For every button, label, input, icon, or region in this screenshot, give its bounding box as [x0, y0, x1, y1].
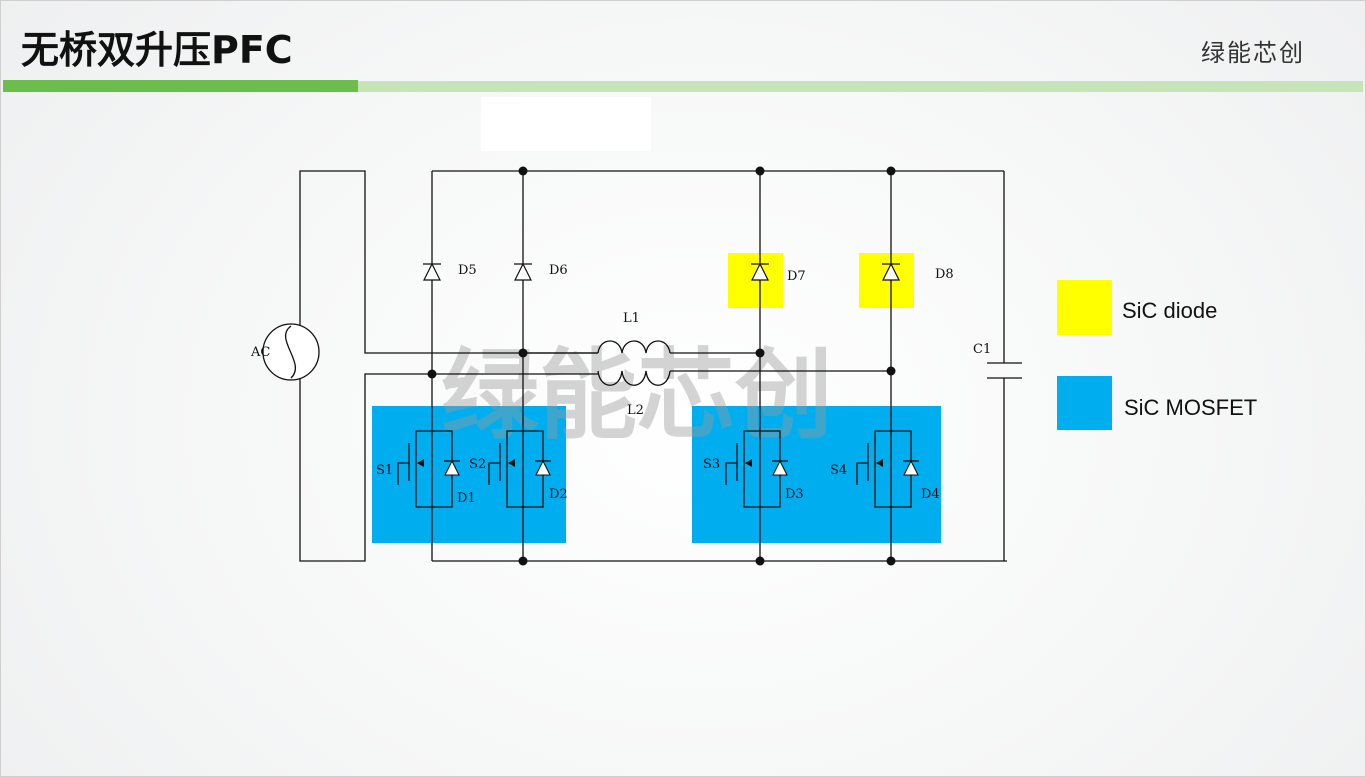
sic-mosfet-block-right — [692, 406, 941, 543]
legend-swatch-sic-diode — [1057, 280, 1112, 335]
wire-ac-top — [299, 170, 598, 354]
s1-label: S1 — [376, 463, 393, 478]
d2-label: D2 — [549, 487, 568, 502]
capacitor-c1: C1 — [973, 342, 1022, 379]
title-underline-light — [358, 81, 1363, 92]
ac-source: AC — [250, 323, 320, 381]
d8-label: D8 — [935, 267, 954, 282]
diode-d6: D6 — [514, 262, 568, 281]
diode-d5: D5 — [423, 262, 477, 281]
blank-box — [481, 97, 651, 151]
c1-label: C1 — [973, 342, 991, 357]
l1-label: L1 — [623, 311, 640, 326]
legend-label-sic-mosfet: SiC MOSFET — [1124, 395, 1257, 420]
d5-label: D5 — [458, 263, 477, 278]
d1-label: D1 — [457, 491, 476, 506]
diode-d8: D8 — [882, 262, 954, 282]
mosfet-s4: S4 D4 — [830, 430, 940, 508]
mosfet-s2: S2 D2 — [469, 430, 568, 508]
l2-label: L2 — [627, 403, 644, 418]
diode-d7: D7 — [751, 262, 806, 284]
brand-name: 绿能芯创 — [1201, 39, 1305, 67]
s4-label: S4 — [830, 463, 847, 478]
d6-label: D6 — [549, 263, 568, 278]
slide-title: 无桥双升压PFC — [21, 28, 293, 72]
d7-label: D7 — [787, 269, 806, 284]
wire-ac-bottom — [299, 373, 431, 562]
inductor-l1: L1 — [523, 311, 760, 354]
mosfet-s1: S1 D1 — [376, 430, 476, 508]
s3-label: S3 — [703, 457, 720, 472]
sic-mosfet-block-left — [372, 406, 566, 543]
ac-label: AC — [250, 345, 270, 360]
inductor-l2: L2 — [432, 370, 891, 418]
title-underline-accent — [3, 80, 358, 92]
junction-dots — [427, 166, 896, 566]
legend: SiC diode SiC MOSFET — [1057, 280, 1257, 430]
mosfet-s3: S3 D3 — [703, 430, 804, 508]
s2-label: S2 — [469, 457, 486, 472]
d4-label: D4 — [921, 487, 940, 502]
legend-label-sic-diode: SiC diode — [1122, 298, 1217, 323]
d3-label: D3 — [785, 487, 804, 502]
watermark-text: 绿能芯创 — [441, 339, 833, 453]
legend-swatch-sic-mosfet — [1057, 376, 1112, 430]
